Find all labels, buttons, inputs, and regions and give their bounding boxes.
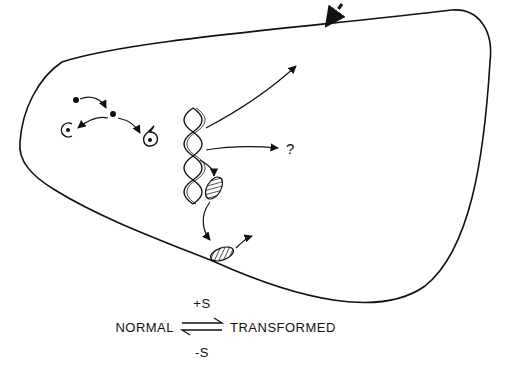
- state-label: TRANSFORMED: [230, 321, 336, 334]
- condition-label: +S: [193, 297, 210, 310]
- binding-arrow: [118, 118, 140, 133]
- dna-strand: [187, 108, 205, 204]
- dna-strand: [184, 108, 202, 204]
- signal-arrow: [206, 147, 278, 150]
- protein-product: [209, 244, 236, 263]
- equilibrium-arrow: [182, 318, 222, 323]
- ligand-dot: [73, 97, 79, 103]
- receptor-empty: [61, 123, 72, 137]
- binding-arrow: [78, 117, 108, 128]
- callout-mark: ?: [286, 141, 295, 156]
- ligand-dot: [110, 111, 116, 117]
- entry-arrow: [80, 97, 106, 108]
- state-label: NORMAL: [115, 321, 174, 334]
- dna-strand: [184, 108, 202, 204]
- receptor-bound: [144, 126, 158, 146]
- dashed-arrow: [326, 4, 342, 26]
- receptor-core: [66, 128, 70, 132]
- equilibrium-arrow: [182, 330, 222, 335]
- transport-arrow: [236, 236, 252, 248]
- signal-arrow: [200, 160, 214, 176]
- signal-arrow: [206, 66, 296, 128]
- protein-product: [202, 174, 226, 202]
- receptor-core: [148, 138, 152, 142]
- transport-arrow: [203, 202, 210, 240]
- cell-membrane: [20, 10, 491, 303]
- condition-label: -S: [195, 346, 209, 359]
